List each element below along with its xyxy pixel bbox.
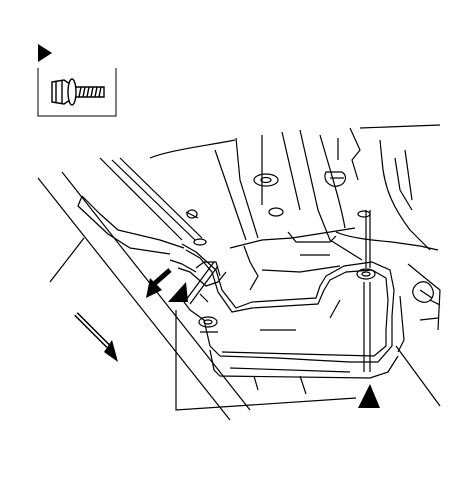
legend-marker-icon	[38, 44, 52, 62]
forward-arrow	[74, 312, 118, 362]
callouts	[49, 210, 441, 411]
legend	[37, 44, 117, 117]
legend-box	[37, 68, 117, 117]
thick-arrow-icon	[152, 268, 172, 286]
thick-arrow-icon	[104, 340, 118, 362]
removal-arrow	[146, 268, 172, 298]
filled-triangle-marker	[358, 384, 380, 408]
filled-triangle-marker	[168, 282, 188, 302]
splash-shield	[177, 243, 399, 395]
bolt-a-marker	[168, 282, 188, 302]
vehicle-underbody	[37, 124, 441, 421]
flange-bolt-icon	[51, 78, 105, 106]
bolt-b-marker	[358, 384, 380, 408]
